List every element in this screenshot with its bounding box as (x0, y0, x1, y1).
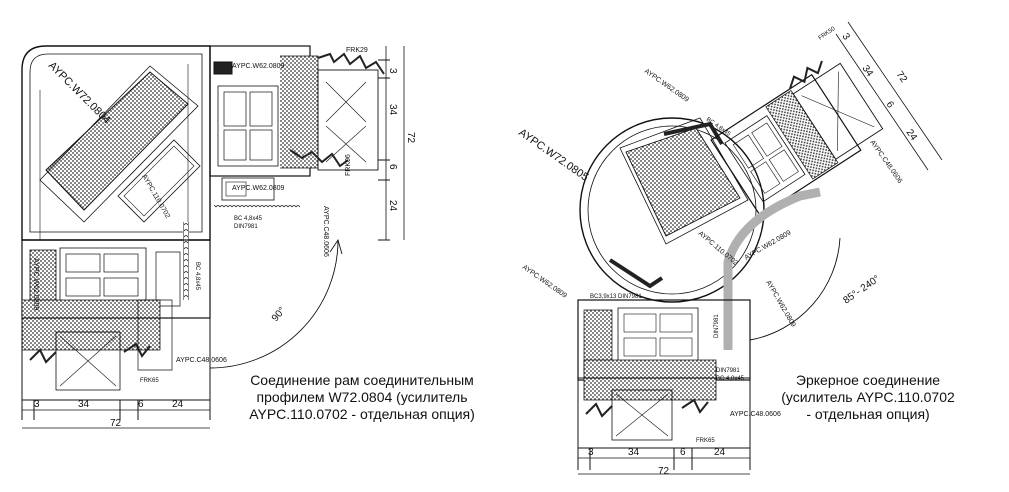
label-w62-mid-right: AYPC.W62.0809 (744, 229, 793, 261)
dim-72-left-vertical: 72 (405, 132, 416, 144)
right-profile-label: AYPC.W72.0805 (516, 127, 590, 184)
label-frk65-right: FRK65 (696, 438, 715, 444)
dim-24-left: 24 (387, 200, 398, 212)
label-c48-bottom-right: AYPC.C48.0606 (730, 411, 781, 418)
label-c48-right-left: AYPC.C48.0606 (322, 206, 329, 257)
caption-left-line-3: AYPC.110.0702 - отдельная опция) (249, 406, 475, 422)
dim-72-bottom-right: 72 (658, 466, 670, 477)
label-reinforcement-left: AYPC.110.0702 (140, 174, 171, 220)
label-frk29: FRK29 (346, 47, 368, 54)
label-w62-right-right: AYPC.W62.0809 (764, 280, 796, 329)
dim-24-bottom-left: 24 (172, 399, 184, 410)
dim-34-bottom-right: 34 (628, 447, 640, 458)
corner-joint-drawing (21, 45, 405, 429)
caption-right-line-2: (усилитель AYPC.110.0702 (781, 389, 955, 405)
dim-34-left: 34 (387, 104, 398, 116)
angle-label-left: 90° (270, 305, 288, 324)
dim-t6-right: 6 (884, 99, 896, 110)
label-c48-top-right: AYPC.C48.0606 (868, 139, 903, 185)
dim-3-bottom-right: 3 (588, 447, 594, 458)
rotated-frame-profile (710, 73, 862, 217)
left-dimensions: 3 34 6 24 72 3 34 6 24 72 90° (34, 68, 416, 429)
caption-left-line-2: профилем W72.0804 (усилитель (256, 389, 468, 405)
angle-label-right: 85°- 240° (841, 273, 882, 306)
coupling-profile-outline (21, 45, 211, 241)
angle-arc-bay (749, 237, 841, 341)
left-profile-label: AYPC.W72.0804 (46, 60, 113, 127)
caption-left-line-1: Соединение рам соединительным (250, 372, 474, 388)
label-frk06: FRK06 (345, 154, 352, 176)
dim-3-top-left: 3 (387, 68, 398, 74)
caption-corner-joint: Соединение рам соединительным профилем W… (226, 372, 498, 423)
label-bc-screw-right: BC3,9x13 DIN7981 (590, 294, 642, 300)
label-din-right: DIN7981 (714, 314, 720, 338)
dim-72-bottom-left: 72 (110, 418, 122, 429)
label-w62-left-right: AYPC.W62.0809 (521, 264, 568, 300)
caption-right-line-1: Эркерное соединение (795, 372, 941, 388)
label-w62-top-right: AYPC.W62.0809 (643, 68, 690, 104)
dim-t3-right: 3 (840, 31, 852, 42)
dim-6-bottom-left: 6 (138, 399, 144, 410)
label-w62-left-left: AYPC.W62.0809 (32, 258, 39, 311)
dim-t72-right: 72 (894, 69, 910, 85)
dim-3-bottom-left: 3 (34, 399, 40, 410)
label-w62-top-left: AYPC.W62.0809 (232, 63, 285, 70)
label-w62-mid-left: AYPC.W62.0809 (232, 185, 285, 192)
label-c48-bottom-left: AYPC.C48.0606 (176, 357, 227, 364)
label-din-left: DIN7981 (234, 224, 258, 230)
label-bc-small-right: BC 4,8x45 (716, 376, 745, 382)
dim-t34-right: 34 (860, 63, 876, 79)
dim-24-bottom-right: 24 (714, 447, 726, 458)
label-frk65-left: FRK65 (140, 378, 159, 384)
dim-6-bottom-right: 6 (680, 447, 686, 458)
angle-arc-90 (209, 239, 339, 369)
label-bc-left: BC 4,8x45 (234, 216, 263, 222)
label-din-small-right: DIN7981 (716, 368, 740, 374)
dim-6-left: 6 (387, 164, 398, 170)
dim-t24-right: 24 (904, 127, 920, 143)
label-bc-small-left: BC 4,8x45 (194, 262, 200, 291)
label-frk-top-right: FRK50 (818, 26, 837, 42)
dim-34-bottom-left: 34 (78, 399, 90, 410)
bay-joint-drawing (577, 21, 943, 475)
caption-right-line-3: - отдельная опция) (806, 406, 930, 422)
round-insert (625, 127, 741, 237)
diagonal-insert (45, 71, 189, 211)
reinforcement-profile (723, 187, 821, 350)
caption-bay-joint: Эркерное соединение (усилитель AYPC.110.… (774, 372, 962, 423)
